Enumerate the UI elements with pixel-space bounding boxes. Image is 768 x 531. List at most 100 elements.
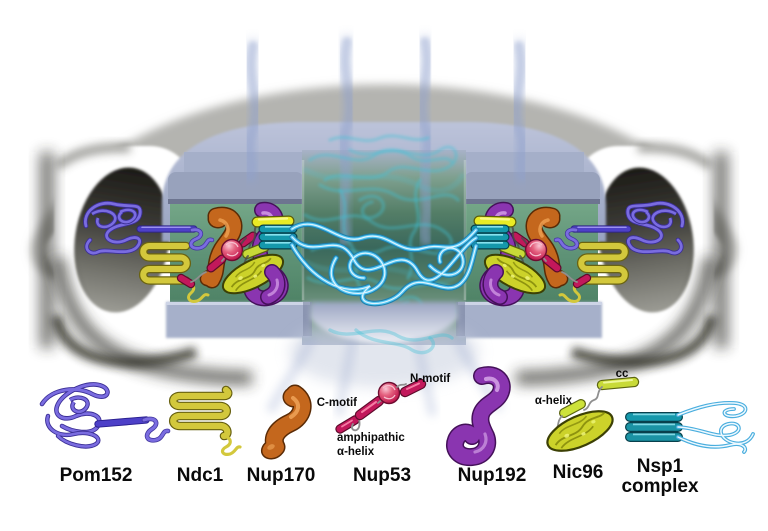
nic96-glyph [546, 376, 640, 452]
mesh-strand [328, 328, 454, 342]
nuclear-streak [413, 337, 437, 417]
nup170-highlight [267, 444, 275, 450]
nsp1-complex-glyph [625, 400, 755, 454]
legend-item-ndc1: Ndc1 [169, 385, 242, 486]
nuclear-streak [335, 337, 357, 417]
nup53-amphipathic-helix [336, 416, 359, 433]
nup192-glyph [446, 366, 511, 467]
nup170-glyph [260, 384, 312, 460]
nic96-texture [235, 270, 263, 292]
pom152-glyph [39, 382, 171, 449]
pom152-lumen-tangle [83, 200, 143, 256]
mesh-strand [348, 148, 454, 164]
cytoplasmic-filament [517, 46, 523, 176]
nup170-highlight [289, 396, 300, 419]
nup53-helix-highlight [341, 419, 353, 428]
nup192-highlight [267, 278, 279, 297]
legend-item-pom152: Pom152 [39, 382, 171, 486]
nic96-speck [253, 274, 258, 278]
nuclear-streak [267, 335, 315, 413]
nup192-highlight [484, 376, 500, 392]
membrane-ring-left [40, 143, 198, 368]
nup170-body [201, 270, 219, 286]
nup53-c-motif [207, 255, 226, 272]
nup53-linker [396, 383, 407, 388]
membrane-shadow-top [55, 143, 131, 170]
nic96-cc-highlight [257, 217, 289, 221]
scaffold-band-highlight-left [166, 302, 310, 305]
legend-item-nup170: Nup170 [247, 384, 316, 486]
scaffold-band-bottom-left [166, 302, 310, 338]
nup53-sphere-swirl [383, 394, 396, 400]
nsp1-complex-label-line1: Nsp1 [637, 456, 684, 477]
nup53-helix-highlight [361, 401, 377, 413]
scaffold-roof-left [168, 172, 304, 204]
nup53-sphere-swirl [226, 251, 239, 257]
nuclear-opening-bowl [310, 302, 458, 344]
nup170-label: Nup170 [247, 465, 316, 486]
pom152-tangle [117, 208, 137, 224]
nup53-linker [190, 271, 207, 283]
pom152-label: Pom152 [60, 465, 133, 486]
scaffold-roof-right-edge [464, 199, 600, 204]
nic96-speck [261, 263, 266, 268]
mesh-strand [318, 183, 460, 202]
ndc1-glyph [169, 385, 242, 456]
envelope-shadow-corner-left [51, 257, 253, 385]
pom152-tangle [69, 396, 89, 414]
nic96-body-group [546, 410, 614, 452]
cytoplasmic-filament [250, 46, 256, 176]
nic96-body [221, 253, 285, 295]
nup53-sphere-swirl [382, 384, 396, 391]
pom152-tangle [91, 209, 117, 229]
nic96-speck [591, 420, 596, 424]
nic96-texture [234, 261, 256, 278]
nup192-label: Nup192 [458, 465, 527, 486]
pom152-squiggle [142, 417, 170, 442]
nic96-speck [564, 433, 570, 438]
nup53-n-motif-label: N-motif [410, 373, 450, 385]
nic96-cc-highlight [603, 379, 633, 384]
nup53-label: Nup53 [353, 465, 411, 486]
nic96-speck [238, 276, 243, 281]
pom152-rod [95, 417, 149, 427]
nup53-c-motif-label: C-motif [317, 397, 357, 409]
nup53-glyph [335, 378, 427, 434]
nic96-blob [546, 410, 614, 452]
fg-repeat-mesh-lower [328, 328, 454, 355]
nup53-n-motif [401, 380, 425, 396]
ndc1-label: Ndc1 [177, 465, 224, 486]
inner-ring-assembly-left [83, 200, 298, 307]
nic96-cc-helix [252, 216, 294, 227]
mesh-strand [358, 194, 386, 220]
mesh-strand [303, 213, 454, 251]
cytoplasmic-filament [423, 42, 428, 240]
legend-item-nup53: C-motif N-motif amphipathic α-helix Nup5… [317, 373, 451, 486]
nup53-amphipathic-label-line2: α-helix [337, 446, 375, 458]
nic96-speck [581, 432, 586, 436]
envelope-shadow-corner-right [515, 257, 717, 385]
nup53-amphipathic-label-line1: amphipathic [337, 432, 405, 444]
scaffold-notch-left [303, 302, 312, 336]
pom152-tangle [46, 414, 100, 448]
nic96-alpha-helix [560, 400, 585, 417]
nup170-body [209, 211, 227, 227]
nup53-sphere-swirl [225, 241, 239, 248]
nic96-texture [560, 425, 594, 449]
nic96-alpha-helix-label: α-helix [535, 395, 573, 407]
scaffold-roof-left-edge [168, 199, 304, 204]
nup53-helix-highlight [406, 382, 420, 390]
legend-item-nsp1-complex: Nsp1 complex [621, 400, 755, 497]
nup170-body [262, 440, 284, 458]
scaffold-band-highlight-right [458, 302, 602, 305]
nic96-label: Nic96 [553, 462, 604, 483]
scaffold-notch-right [456, 302, 465, 336]
pom152-tangle [84, 201, 142, 255]
nup53-rrm-sphere [220, 238, 244, 262]
legend-item-nup192: Nup192 [446, 366, 527, 486]
scaffold-band-bottom-right [458, 302, 602, 338]
ndc1-coil [140, 243, 190, 284]
nic96-cc-helix [598, 378, 638, 389]
nsp1-rods [258, 224, 298, 250]
